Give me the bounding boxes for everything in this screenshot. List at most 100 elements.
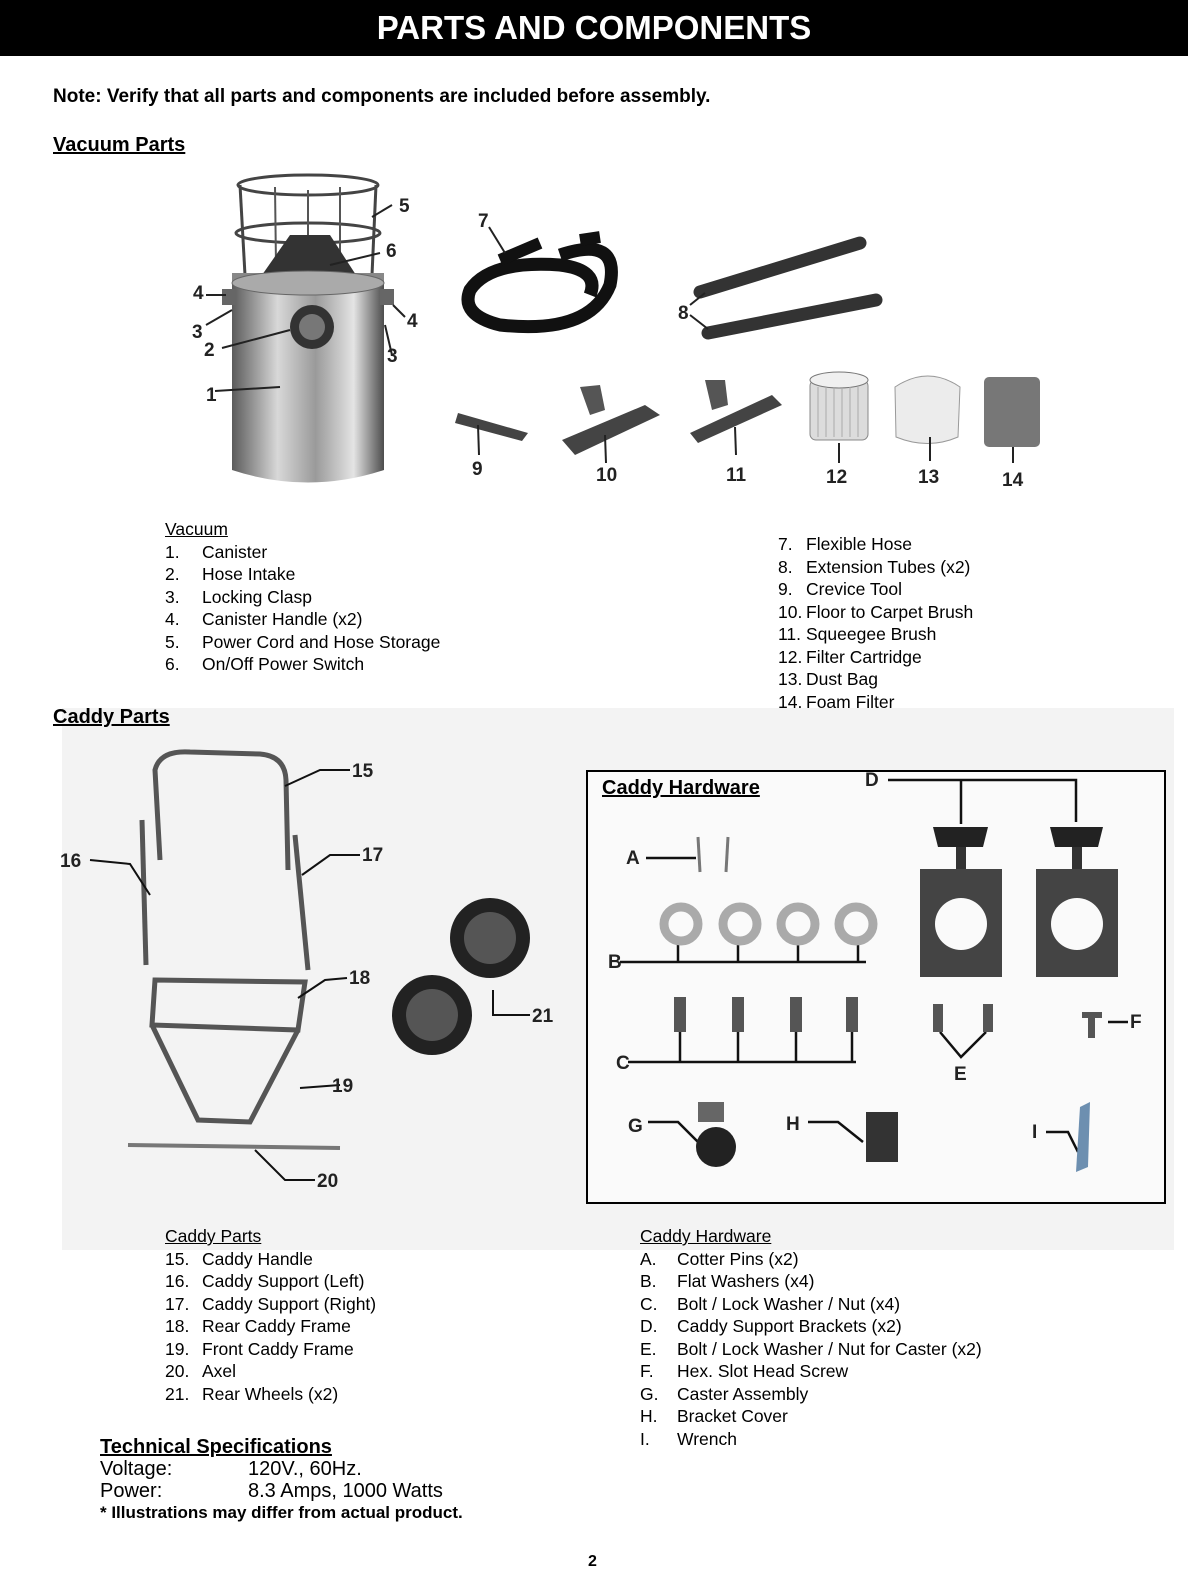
list-item: 13.Dust Bag (778, 669, 878, 689)
list-item: C.Bolt / Lock Washer / Nut (x4) (640, 1293, 901, 1314)
bolt-sets-image (674, 997, 858, 1032)
callout-2: 2 (204, 340, 215, 361)
list-item: D.Caddy Support Brackets (x2) (640, 1316, 902, 1336)
caddy-parts-heading: Caddy Parts (53, 706, 170, 728)
caddy-hardware-list: Caddy Hardware A.Cotter Pins (x2) B.Flat… (640, 1225, 982, 1450)
callout-10: 10 (596, 465, 617, 486)
list-item: 5.Power Cord and Hose Storage (165, 631, 441, 652)
list-item: 1.Canister (165, 541, 268, 562)
caddy-parts-illustration: 15 16 17 18 19 20 21 (60, 749, 554, 1192)
callout-3-right: 3 (387, 346, 398, 367)
vacuum-list-caption: Vacuum (165, 519, 228, 539)
callout-14: 14 (1002, 470, 1024, 491)
specs-heading: Technical Specifications (100, 1436, 332, 1458)
callout-8: 8 (678, 303, 689, 324)
caddy-hardware-title: Caddy Hardware (602, 777, 760, 799)
list-item: 7.Flexible Hose (778, 534, 913, 554)
list-item: 6.On/Off Power Switch (165, 654, 365, 674)
callout-15: 15 (352, 761, 374, 782)
squeegee-brush-image (690, 380, 782, 456)
callout-7: 7 (478, 211, 489, 232)
bracket-cover-image (866, 1112, 898, 1162)
caddy-parts-list: Caddy Parts 15.Caddy Handle 16.Caddy Sup… (165, 1225, 376, 1405)
list-item: 18.Rear Caddy Frame (165, 1316, 351, 1336)
flexible-hose-image (461, 226, 618, 334)
caddy-support-brackets-image (920, 827, 1118, 977)
callout-1: 1 (206, 385, 217, 406)
list-item: 11.Squeegee Brush (778, 624, 937, 644)
callout-I: I (1032, 1122, 1037, 1143)
callout-H: H (786, 1114, 800, 1135)
caddy-hardware-illustration: A B C D E F G H I (608, 772, 1142, 1172)
assembly-note: Note: Verify that all parts and componen… (53, 86, 711, 107)
technical-specifications: Technical Specifications Voltage:120V., … (100, 1436, 463, 1524)
caddy-list-caption: Caddy Parts (165, 1226, 262, 1246)
list-item: 20.Axel (165, 1361, 237, 1381)
callout-B: B (608, 952, 622, 973)
caddy-handle-image (152, 749, 291, 871)
callout-A: A (626, 848, 640, 869)
callout-12: 12 (826, 467, 847, 488)
list-item: H.Bracket Cover (640, 1406, 788, 1426)
wrench-image (1076, 1102, 1090, 1172)
list-item: 9.Crevice Tool (778, 579, 902, 599)
extension-tubes-image (689, 236, 883, 340)
callout-13: 13 (918, 467, 939, 488)
filter-cartridge-image (809, 371, 869, 463)
callout-19: 19 (332, 1076, 353, 1097)
list-item: 17.Caddy Support (Right) (165, 1293, 377, 1314)
list-item: A.Cotter Pins (x2) (640, 1248, 799, 1269)
canister-image (205, 173, 406, 483)
list-item: 15.Caddy Handle (165, 1248, 313, 1269)
callout-C: C (616, 1053, 630, 1074)
callout-3-left: 3 (192, 322, 203, 343)
callout-21: 21 (532, 1006, 554, 1027)
callout-16: 16 (60, 851, 81, 872)
list-item: 10.Floor to Carpet Brush (778, 601, 974, 622)
caddy-support-right-image (292, 834, 311, 971)
callout-9: 9 (472, 459, 483, 480)
axel-image (127, 1143, 341, 1150)
rear-wheels-image (392, 898, 530, 1055)
callout-20: 20 (317, 1171, 338, 1192)
callout-4-right: 4 (407, 311, 418, 332)
vacuum-parts-heading: Vacuum Parts (53, 134, 186, 156)
callout-17: 17 (362, 845, 383, 866)
callout-5: 5 (399, 196, 410, 217)
foam-filter-image (984, 377, 1040, 463)
vacuum-parts-illustration: 1 2 3 3 4 4 5 6 7 8 9 10 11 (192, 173, 1040, 491)
callout-F: F (1130, 1012, 1142, 1033)
caster-bolts-image (933, 1004, 993, 1032)
list-item: 16.Caddy Support (Left) (165, 1271, 365, 1291)
caddy-support-left-image (139, 819, 149, 966)
list-item: 4.Canister Handle (x2) (165, 609, 363, 629)
callout-18: 18 (349, 968, 370, 989)
hex-slot-head-screw-image (1082, 1012, 1102, 1038)
list-item: B.Flat Washers (x4) (640, 1271, 815, 1291)
list-item: 14.Foam Filter (778, 691, 895, 712)
callout-E: E (954, 1064, 967, 1085)
list-item: 19.Front Caddy Frame (165, 1338, 354, 1359)
callout-4-left: 4 (193, 283, 204, 304)
list-item: 21.Rear Wheels (x2) (165, 1383, 339, 1404)
callout-G: G (628, 1116, 643, 1137)
list-item: 2.Hose Intake (165, 564, 296, 584)
front-caddy-frame-image (149, 1023, 301, 1125)
callout-D: D (865, 772, 879, 791)
hardware-list-caption: Caddy Hardware (640, 1226, 772, 1246)
spec-row: Power:8.3 Amps, 1000 Watts (100, 1480, 443, 1502)
list-item: I.Wrench (640, 1428, 737, 1449)
flat-washers-image (659, 902, 878, 946)
rear-caddy-frame-image (149, 977, 308, 1033)
vacuum-parts-list: Vacuum 1.Canister 2.Hose Intake 3.Lockin… (165, 518, 440, 676)
crevice-tool-image (455, 413, 528, 456)
accessory-parts-list: 7.Flexible Hose 8.Extension Tubes (x2) 9… (778, 533, 973, 713)
page-number: 2 (588, 1553, 597, 1570)
list-item: F.Hex. Slot Head Screw (640, 1361, 849, 1381)
dust-bag-image (894, 375, 961, 461)
callout-6: 6 (386, 241, 397, 262)
list-item: G.Caster Assembly (640, 1383, 809, 1404)
list-item: 12.Filter Cartridge (778, 646, 922, 667)
illustration-disclaimer: * Illustrations may differ from actual p… (100, 1503, 463, 1522)
caster-assembly-image (696, 1102, 736, 1167)
